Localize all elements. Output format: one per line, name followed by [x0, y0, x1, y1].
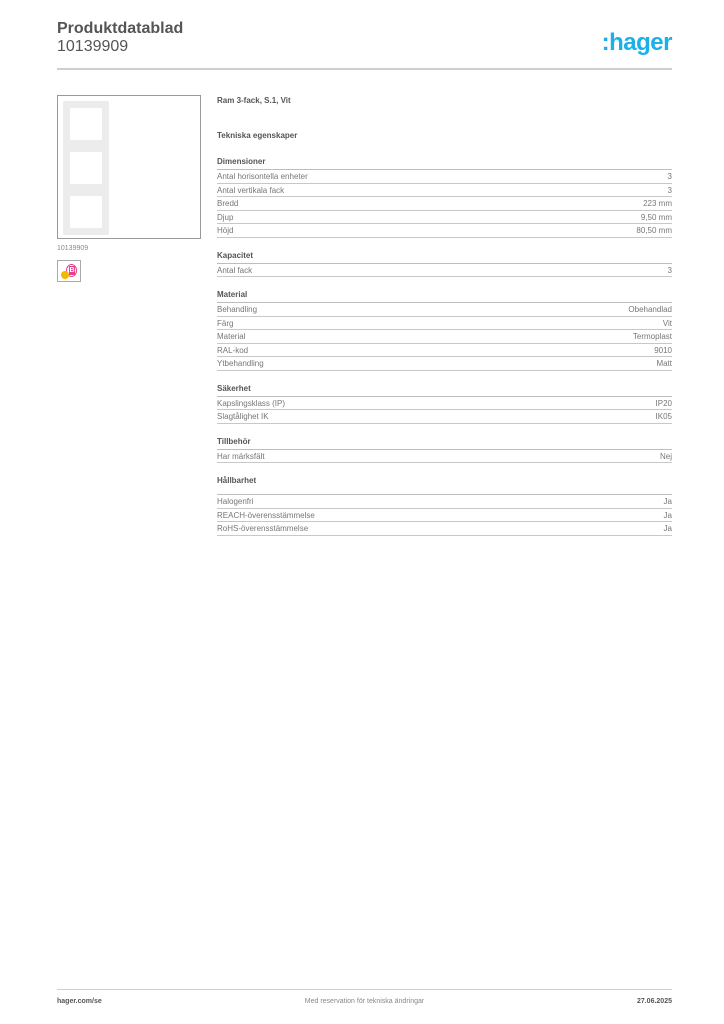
spec-group-sakerhet: Säkerhet Kapslingsklass (IP) IP20 Slagtål… [217, 384, 672, 424]
group-title: Kapacitet [217, 251, 672, 264]
spec-value: 3 [667, 265, 672, 275]
spec-value: Ja [663, 497, 672, 506]
spec-value: Nej [659, 451, 672, 461]
spec-value: Matt [656, 359, 672, 368]
spec-label: Antal horisontella enheter [217, 172, 308, 181]
spec-value: 223 mm [643, 199, 672, 208]
spec-label: Antal vertikala fack [217, 185, 285, 195]
spec-value: 80,50 mm [636, 226, 672, 235]
product-name: Ram 3-fack, S.1, Vit [217, 96, 291, 105]
group-title: Hållbarhet [217, 476, 672, 495]
group-title: Dimensioner [217, 157, 672, 170]
spec-row: RoHS-överensstämmelse Ja [217, 522, 672, 536]
spec-row: Halogenfri Ja [217, 495, 672, 509]
spec-label: Kapslingsklass (IP) [217, 398, 286, 408]
frame-slot [70, 152, 102, 184]
spec-label: Höjd [217, 226, 234, 235]
spec-value: 9010 [654, 345, 672, 355]
badge-circle [66, 264, 77, 277]
section-title: Tekniska egenskaper [217, 131, 298, 140]
spec-label: RoHS-överensstämmelse [217, 524, 309, 533]
spec-label: Material [217, 332, 246, 341]
footer-disclaimer: Med reservation för tekniska ändringar [304, 998, 425, 1005]
technical-specs: Ram 3-fack, S.1, Vit Tekniska egenskaper… [217, 96, 672, 536]
frame-illustration [63, 101, 109, 235]
spec-value: IP20 [655, 398, 672, 408]
spec-label: Slagtålighet IK [217, 412, 269, 421]
spec-row: Antal horisontella enheter 3 [217, 170, 672, 184]
footer-date: 27.06.2025 [636, 998, 672, 1005]
spec-value: Obehandlad [628, 305, 672, 314]
spec-label: Har märksfält [217, 451, 265, 461]
page-header: Produktdatablad 10139909 [57, 20, 672, 56]
spec-row: Antal fack 3 [217, 264, 672, 277]
spec-row: REACH-överensstämmelse Ja [217, 509, 672, 522]
product-number: 10139909 [57, 38, 129, 55]
spec-label: Djup [217, 212, 234, 222]
spec-value: Ja [663, 510, 672, 520]
group-title: Material [217, 290, 672, 303]
header-divider [57, 68, 672, 70]
frame-slot [70, 108, 102, 140]
spec-value: 3 [667, 172, 672, 181]
product-image [57, 95, 201, 239]
group-title: Tillbehör [217, 437, 672, 450]
spec-label: Ytbehandling [217, 359, 264, 368]
spec-label: Färg [217, 318, 234, 328]
spec-row: RAL-kod 9010 [217, 344, 672, 357]
spec-row: Har märksfält Nej [217, 450, 672, 463]
badge-drop [61, 271, 69, 279]
spec-row: Kapslingsklass (IP) IP20 [217, 397, 672, 410]
spec-label: REACH-överensstämmelse [217, 510, 315, 520]
group-title: Säkerhet [217, 384, 672, 397]
halogen-free-badge-icon: B [57, 260, 81, 282]
spec-label: Behandling [217, 305, 258, 314]
spec-row: Höjd 80,50 mm [217, 224, 672, 238]
spec-row: Färg Vit [217, 317, 672, 330]
page-title: Produktdatablad [57, 20, 184, 37]
spec-row: Slagtålighet IK IK05 [217, 410, 672, 424]
spec-row: Material Termoplast [217, 330, 672, 344]
spec-value: IK05 [655, 412, 672, 421]
spec-row: Bredd 223 mm [217, 197, 672, 211]
spec-row: Antal vertikala fack 3 [217, 184, 672, 197]
spec-label: Antal fack [217, 265, 253, 275]
spec-group-tillbehor: Tillbehör Har märksfält Nej [217, 437, 672, 463]
spec-row: Djup 9,50 mm [217, 211, 672, 224]
spec-value: 9,50 mm [640, 212, 672, 222]
spec-group-material: Material Behandling Obehandlad Färg Vit Ma… [217, 290, 672, 371]
spec-label: Halogenfri [217, 497, 254, 506]
spec-value: 3 [667, 185, 672, 195]
spec-row: Ytbehandling Matt [217, 357, 672, 371]
spec-value: Ja [663, 524, 672, 533]
spec-row: Behandling Obehandlad [217, 303, 672, 317]
spec-label: RAL-kod [217, 345, 249, 355]
footer-divider [57, 989, 672, 990]
image-caption: 10139909 [57, 245, 89, 252]
spec-value: Vit [662, 318, 672, 328]
product-media: 10139909 B [57, 95, 205, 282]
hager-logo: :hager [601, 29, 673, 56]
spec-label: Bredd [217, 199, 239, 208]
spec-value: Termoplast [632, 332, 672, 341]
badge-letter: B [69, 266, 75, 275]
spec-group-kapacitet: Kapacitet Antal fack 3 [217, 251, 672, 277]
frame-slot [70, 196, 102, 228]
footer-website-link[interactable]: hager.com/se [57, 998, 102, 1005]
